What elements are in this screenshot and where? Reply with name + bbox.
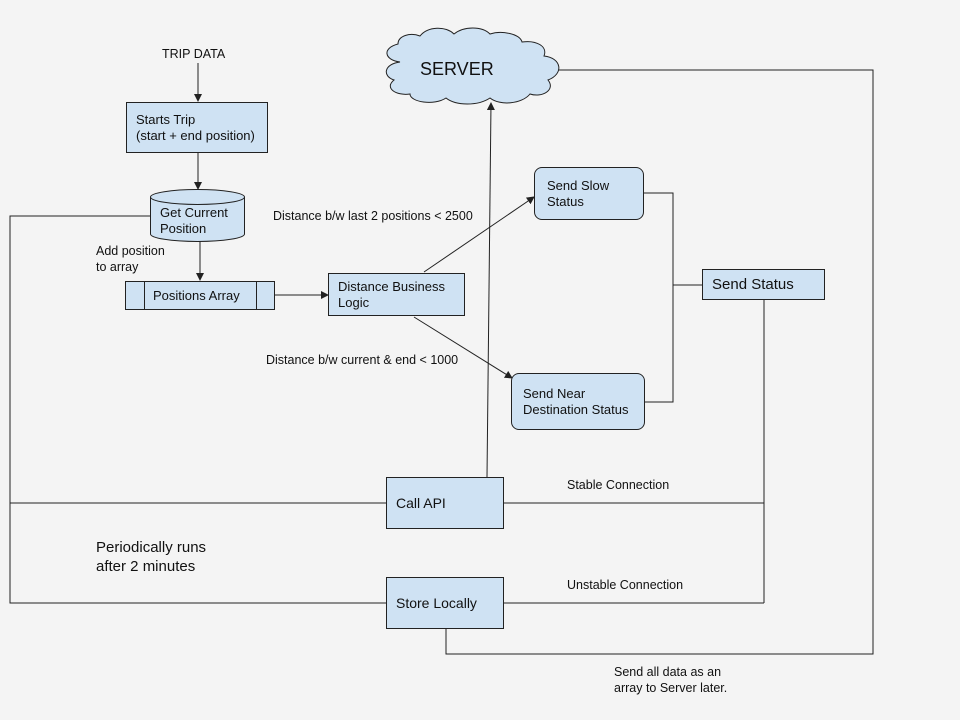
get-current-position-node[interactable]: Get Current Position xyxy=(150,189,245,242)
array-cell-divider-right xyxy=(256,282,257,309)
send-slow-status-node[interactable]: Send Slow Status xyxy=(534,167,644,220)
arrow-callapi-to-server xyxy=(486,102,495,478)
line-storelocally-to-server xyxy=(445,69,874,655)
server-cloud-shape xyxy=(385,27,560,105)
positions-array-label: Positions Array xyxy=(153,288,240,303)
send-near-destination-node[interactable]: Send Near Destination Status xyxy=(511,373,645,430)
call-api-node[interactable]: Call API xyxy=(386,477,504,529)
trip-data-label: TRIP DATA xyxy=(162,47,226,61)
line-periodic-loop xyxy=(9,215,386,604)
send-near-destination-label: Send Near Destination Status xyxy=(523,385,629,417)
get-current-position-label: Get Current Position xyxy=(160,205,228,236)
database-cylinder-shape xyxy=(150,189,245,242)
condition-near-label: Distance b/w current & end < 1000 xyxy=(266,353,459,367)
server-label: SERVER xyxy=(420,59,494,79)
send-status-node[interactable]: Send Status xyxy=(702,269,825,300)
add-position-label: Add position to array xyxy=(96,244,165,274)
array-cell-divider-left xyxy=(144,282,145,309)
starts-trip-node[interactable]: Starts Trip (start + end position) xyxy=(126,102,268,153)
store-locally-node[interactable]: Store Locally xyxy=(386,577,504,629)
send-status-label: Send Status xyxy=(712,275,794,293)
arrow-logic-to-near xyxy=(413,316,513,379)
distance-logic-node[interactable]: Distance Business Logic xyxy=(328,273,465,316)
distance-logic-label: Distance Business Logic xyxy=(338,278,445,310)
send-later-label: Send all data as an array to Server late… xyxy=(614,665,728,695)
arrow-logic-to-slow xyxy=(423,196,535,273)
periodic-run-label: Periodically runs after 2 minutes xyxy=(96,539,207,575)
positions-array-node[interactable]: Positions Array xyxy=(125,281,275,310)
store-locally-label: Store Locally xyxy=(396,595,477,611)
call-api-label: Call API xyxy=(396,495,446,511)
condition-slow-label: Distance b/w last 2 positions < 2500 xyxy=(273,209,473,223)
send-slow-status-label: Send Slow Status xyxy=(547,177,610,209)
stable-connection-label: Stable Connection xyxy=(567,478,670,492)
starts-trip-label: Starts Trip (start + end position) xyxy=(136,111,255,143)
unstable-connection-label: Unstable Connection xyxy=(567,578,684,592)
bracket-status-join xyxy=(644,192,674,403)
